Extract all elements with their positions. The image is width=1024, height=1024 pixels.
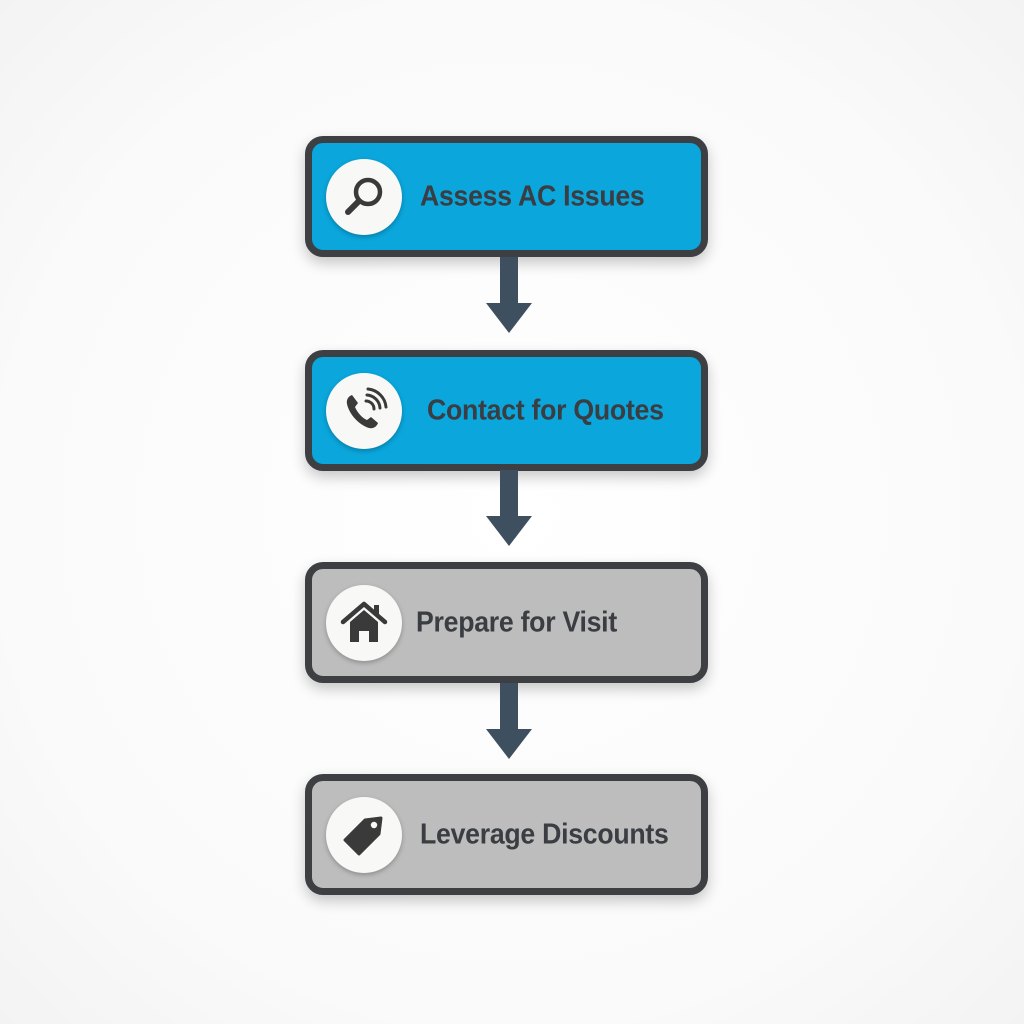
step-label: Leverage Discounts — [420, 818, 669, 850]
down-arrow-3 — [486, 683, 532, 759]
icon-badge — [326, 372, 402, 449]
step-label: Assess AC Issues — [420, 180, 645, 212]
flow-step-prepare-for-visit: Prepare for Visit — [305, 562, 708, 683]
house-icon — [340, 601, 388, 642]
flow-step-assess-ac-issues: Assess AC Issues — [305, 136, 708, 257]
step-label: Contact for Quotes — [427, 394, 664, 426]
magnifying-glass-icon — [345, 177, 383, 215]
icon-badge — [326, 796, 402, 873]
step-label: Prepare for Visit — [416, 606, 617, 638]
down-arrow-1 — [486, 257, 532, 333]
flow-step-leverage-discounts: Leverage Discounts — [305, 774, 708, 895]
price-tag-icon — [343, 816, 383, 855]
flow-step-contact-for-quotes: Contact for Quotes — [305, 350, 708, 471]
phone-call-icon — [346, 387, 388, 428]
down-arrow-2 — [486, 470, 532, 546]
icon-badge — [326, 158, 402, 235]
icon-badge — [326, 584, 402, 661]
